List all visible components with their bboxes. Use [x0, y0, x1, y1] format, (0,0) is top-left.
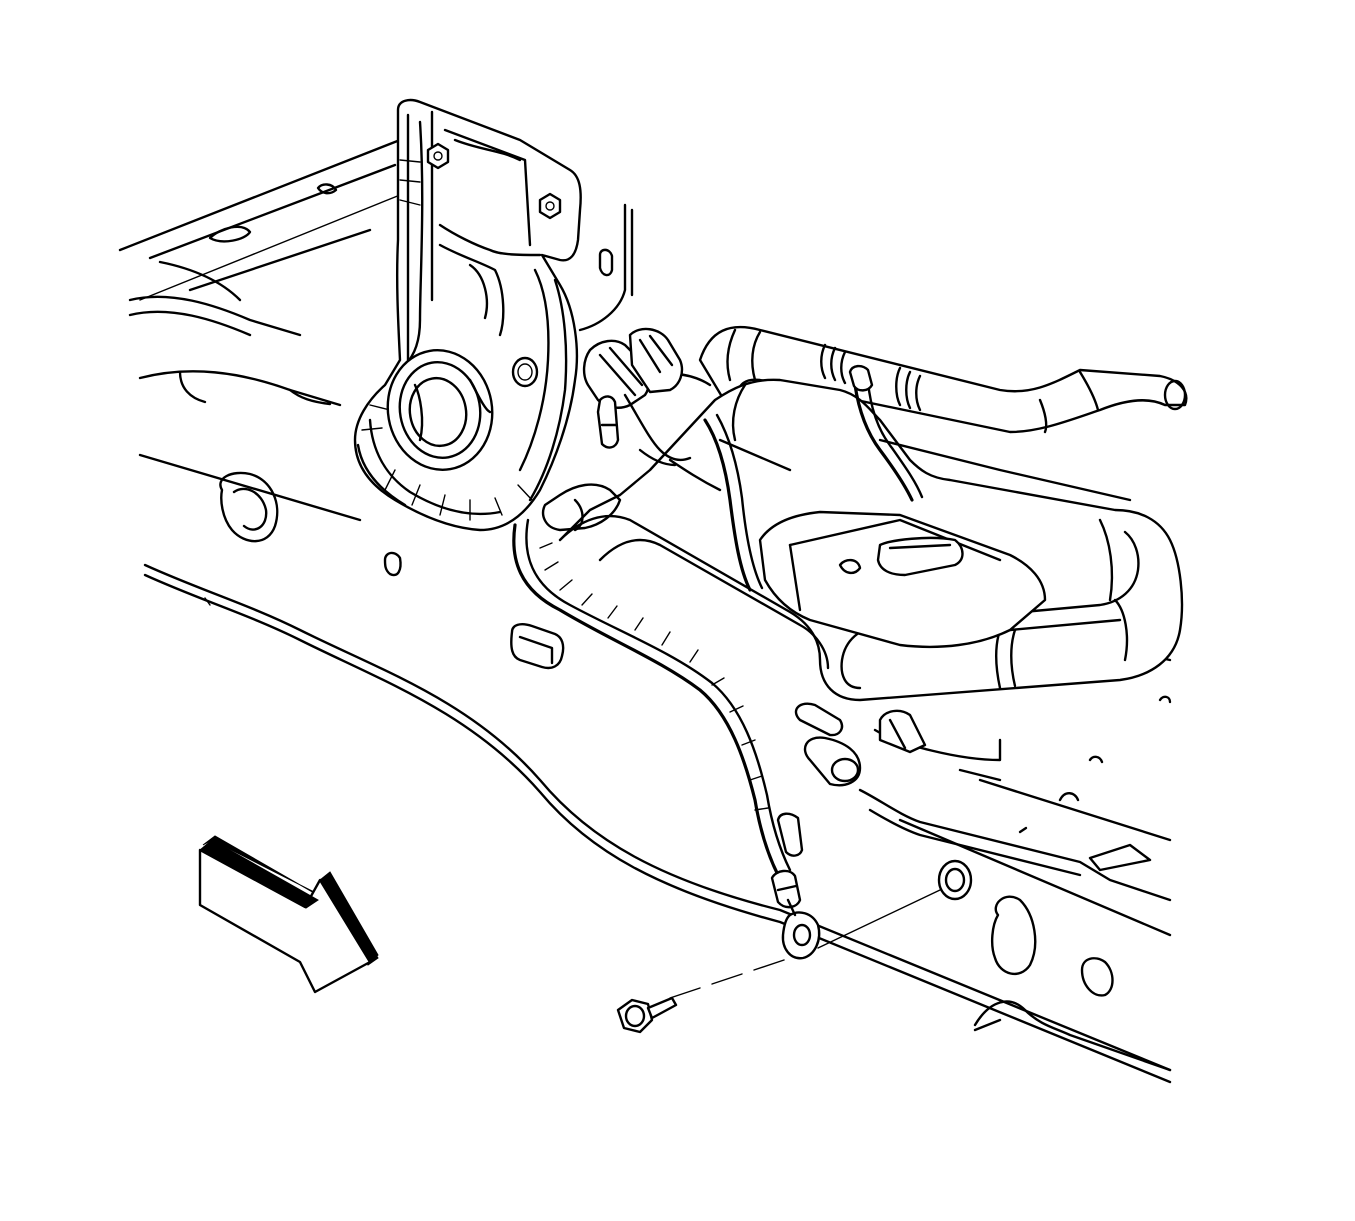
- bracket-nut-icon: [538, 192, 562, 220]
- ground-terminal: [770, 869, 821, 960]
- bracket-hole: [511, 356, 539, 388]
- flange-bolt-icon: [616, 996, 678, 1034]
- isolator-bushing: [386, 349, 494, 471]
- mount-bracket: [353, 98, 634, 532]
- oxygen-sensor-harness: [512, 327, 927, 877]
- install-path-line: [669, 889, 941, 999]
- bracket-nut-icon: [426, 142, 450, 170]
- weld-nut: [937, 859, 973, 901]
- forward-arrow-icon: [198, 835, 379, 994]
- exhaust-pipe: [541, 325, 1188, 702]
